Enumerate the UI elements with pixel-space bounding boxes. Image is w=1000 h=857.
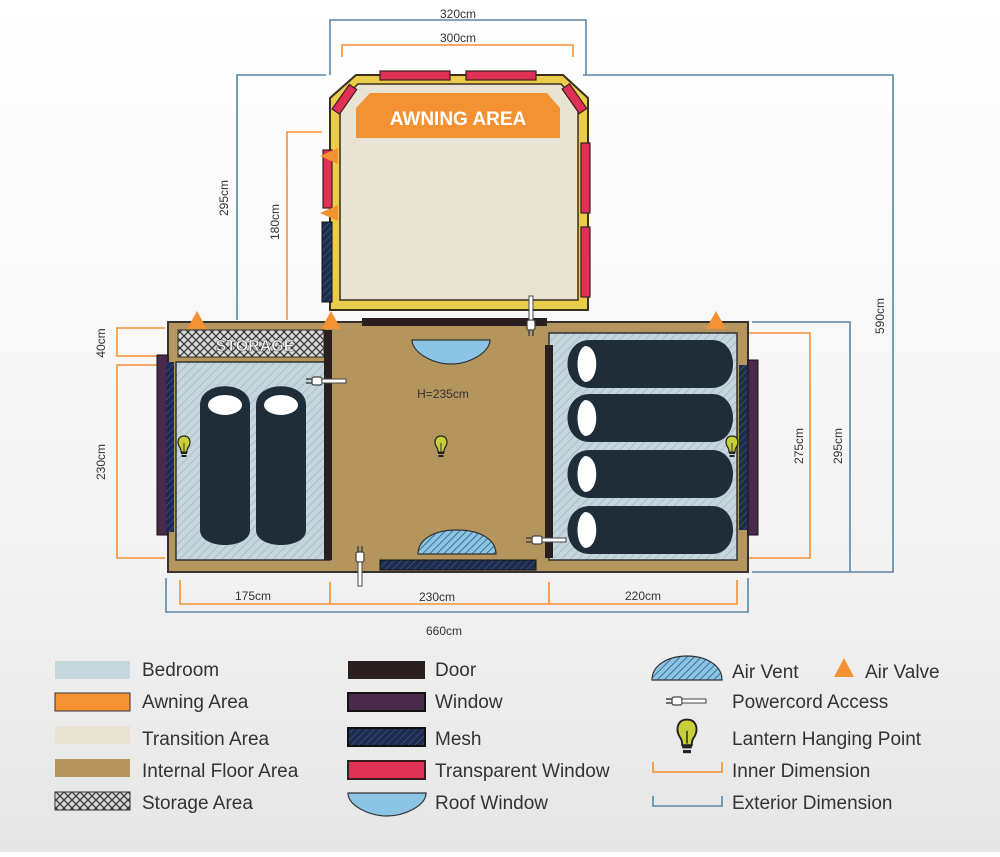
storage-label: STORAGE [216, 338, 295, 355]
awning-mesh-window [321, 221, 333, 303]
inner-dimension-lines [116, 44, 811, 605]
air-valve-icon [706, 311, 726, 329]
right-mesh [739, 365, 747, 530]
top-door [362, 318, 547, 326]
legend-awning: Awning Area [142, 692, 249, 713]
dim-top-inner: 300cm [440, 31, 476, 45]
legend-storage: Storage Area [142, 793, 253, 814]
legend-floor: Internal Floor Area [142, 761, 299, 782]
legend-air-vent: Air Vent [732, 662, 799, 683]
legend-swatch-mesh [347, 727, 426, 747]
legend-lantern-icon [676, 718, 698, 755]
awning-area-label: AWNING AREA [390, 109, 527, 130]
legend-inner-dimension: Inner Dimension [732, 761, 870, 782]
legend-air-valve-icon [834, 658, 854, 677]
legend-transparent-window: Transparent Window [435, 761, 610, 782]
air-vent-icon [417, 529, 497, 555]
awning-area [356, 93, 560, 138]
air-valve-icon [320, 205, 338, 221]
legend-air-valve: Air Valve [865, 662, 940, 683]
right-bedroom-door [545, 345, 553, 558]
legend-exterior-dimension: Exterior Dimension [732, 793, 893, 814]
dim-middle-width: 230cm [419, 590, 455, 604]
storage-area [177, 329, 325, 358]
dim-storage-depth: 40cm [94, 328, 108, 357]
legend-swatch-transition [55, 726, 130, 744]
sleeping-bags-right [567, 340, 733, 554]
dim-top-exterior: 320cm [440, 7, 476, 21]
dim-total-width: 660cm [426, 624, 462, 638]
legend-swatch-door [348, 661, 425, 679]
legend-transition: Transition Area [142, 729, 270, 750]
legend-air-vent-icon [651, 655, 723, 681]
dimension-labels: 320cm 300cm 295cm 180cm 590cm 40cm 230cm… [94, 7, 887, 638]
legend-swatch-transparent-window [347, 760, 426, 780]
dim-right-inner: 275cm [792, 428, 806, 464]
dim-left-width: 175cm [235, 589, 271, 603]
left-mesh [166, 362, 174, 532]
height-label: H=235cm [417, 387, 469, 401]
transparent-windows [322, 70, 591, 298]
legend-swatch-storage [54, 791, 131, 811]
legend-bedroom: Bedroom [142, 660, 219, 681]
legend-swatch-roof-window [347, 792, 427, 817]
legend-roof-window: Roof Window [435, 793, 548, 814]
legend-door: Door [435, 660, 477, 681]
roof-window [411, 339, 491, 365]
bottom-mesh-door [379, 559, 537, 571]
dim-right-width: 220cm [625, 589, 661, 603]
awning-structure: AWNING AREA [320, 70, 591, 311]
legend-swatch-floor [55, 759, 130, 777]
dim-total-depth: 590cm [873, 298, 887, 334]
legend-swatch-awning [54, 692, 131, 712]
legend: Bedroom Awning Area Transition Area Inte… [54, 655, 940, 817]
right-window [747, 359, 759, 536]
air-valve-icon [320, 148, 338, 164]
sleeping-bags-left [200, 386, 306, 545]
legend-window: Window [435, 692, 503, 713]
left-bedroom-door [324, 330, 332, 560]
tent-body: STORAGE H=2 [156, 295, 759, 587]
legend-swatch-bedroom [55, 661, 130, 679]
legend-inner-dimension-icon [652, 762, 723, 773]
legend-powercord: Powercord Access [732, 692, 888, 713]
legend-swatch-window [347, 692, 426, 712]
dim-left-exterior: 295cm [217, 180, 231, 216]
legend-mesh: Mesh [435, 729, 481, 750]
air-valve-icon [321, 311, 341, 329]
exterior-dimension-lines [165, 19, 894, 613]
legend-lantern: Lantern Hanging Point [732, 729, 922, 750]
dim-right-exterior: 295cm [831, 428, 845, 464]
left-bedroom [175, 361, 331, 561]
air-valve-icon [187, 311, 207, 329]
legend-exterior-dimension-icon [652, 796, 723, 807]
dim-left-inner: 180cm [268, 204, 282, 240]
legend-powercord-icon [665, 696, 707, 706]
dim-left-bedroom: 230cm [94, 444, 108, 480]
